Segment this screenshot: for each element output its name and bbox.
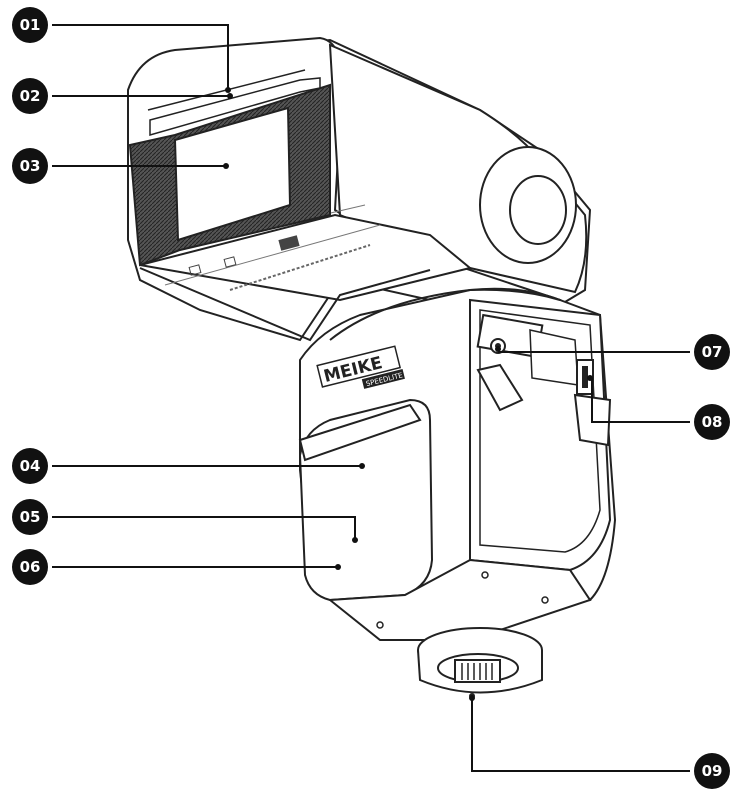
callout-05: 05 [12, 499, 48, 535]
svg-text:03: 03 [20, 157, 41, 175]
svg-text:04: 04 [20, 457, 41, 475]
screw [481, 571, 489, 579]
callout-04: 04 [12, 448, 48, 484]
sync-port [476, 313, 579, 412]
leader-lines [52, 24, 690, 772]
lcd-screen [173, 106, 292, 242]
svg-text:01: 01 [20, 16, 41, 34]
head-side-disc [479, 146, 577, 264]
svg-text:08: 08 [702, 413, 723, 431]
svg-text:07: 07 [702, 343, 723, 361]
bounce-card-slot [149, 77, 321, 136]
callout-03: 03 [12, 148, 48, 184]
mounting-foot [417, 627, 543, 699]
callout-06: 06 [12, 549, 48, 585]
svg-text:09: 09 [702, 762, 723, 780]
screw [541, 596, 549, 604]
port-cover [573, 359, 612, 447]
svg-text:02: 02 [20, 87, 41, 105]
svg-text:06: 06 [20, 558, 41, 576]
svg-text:05: 05 [20, 508, 41, 526]
callout-08: 08 [694, 404, 730, 440]
callout-07: 07 [694, 334, 730, 370]
rear-label [188, 235, 371, 291]
callout-02: 02 [12, 78, 48, 114]
callout-09: 09 [694, 753, 730, 789]
callout-01: 01 [12, 7, 48, 43]
screw [376, 621, 384, 629]
